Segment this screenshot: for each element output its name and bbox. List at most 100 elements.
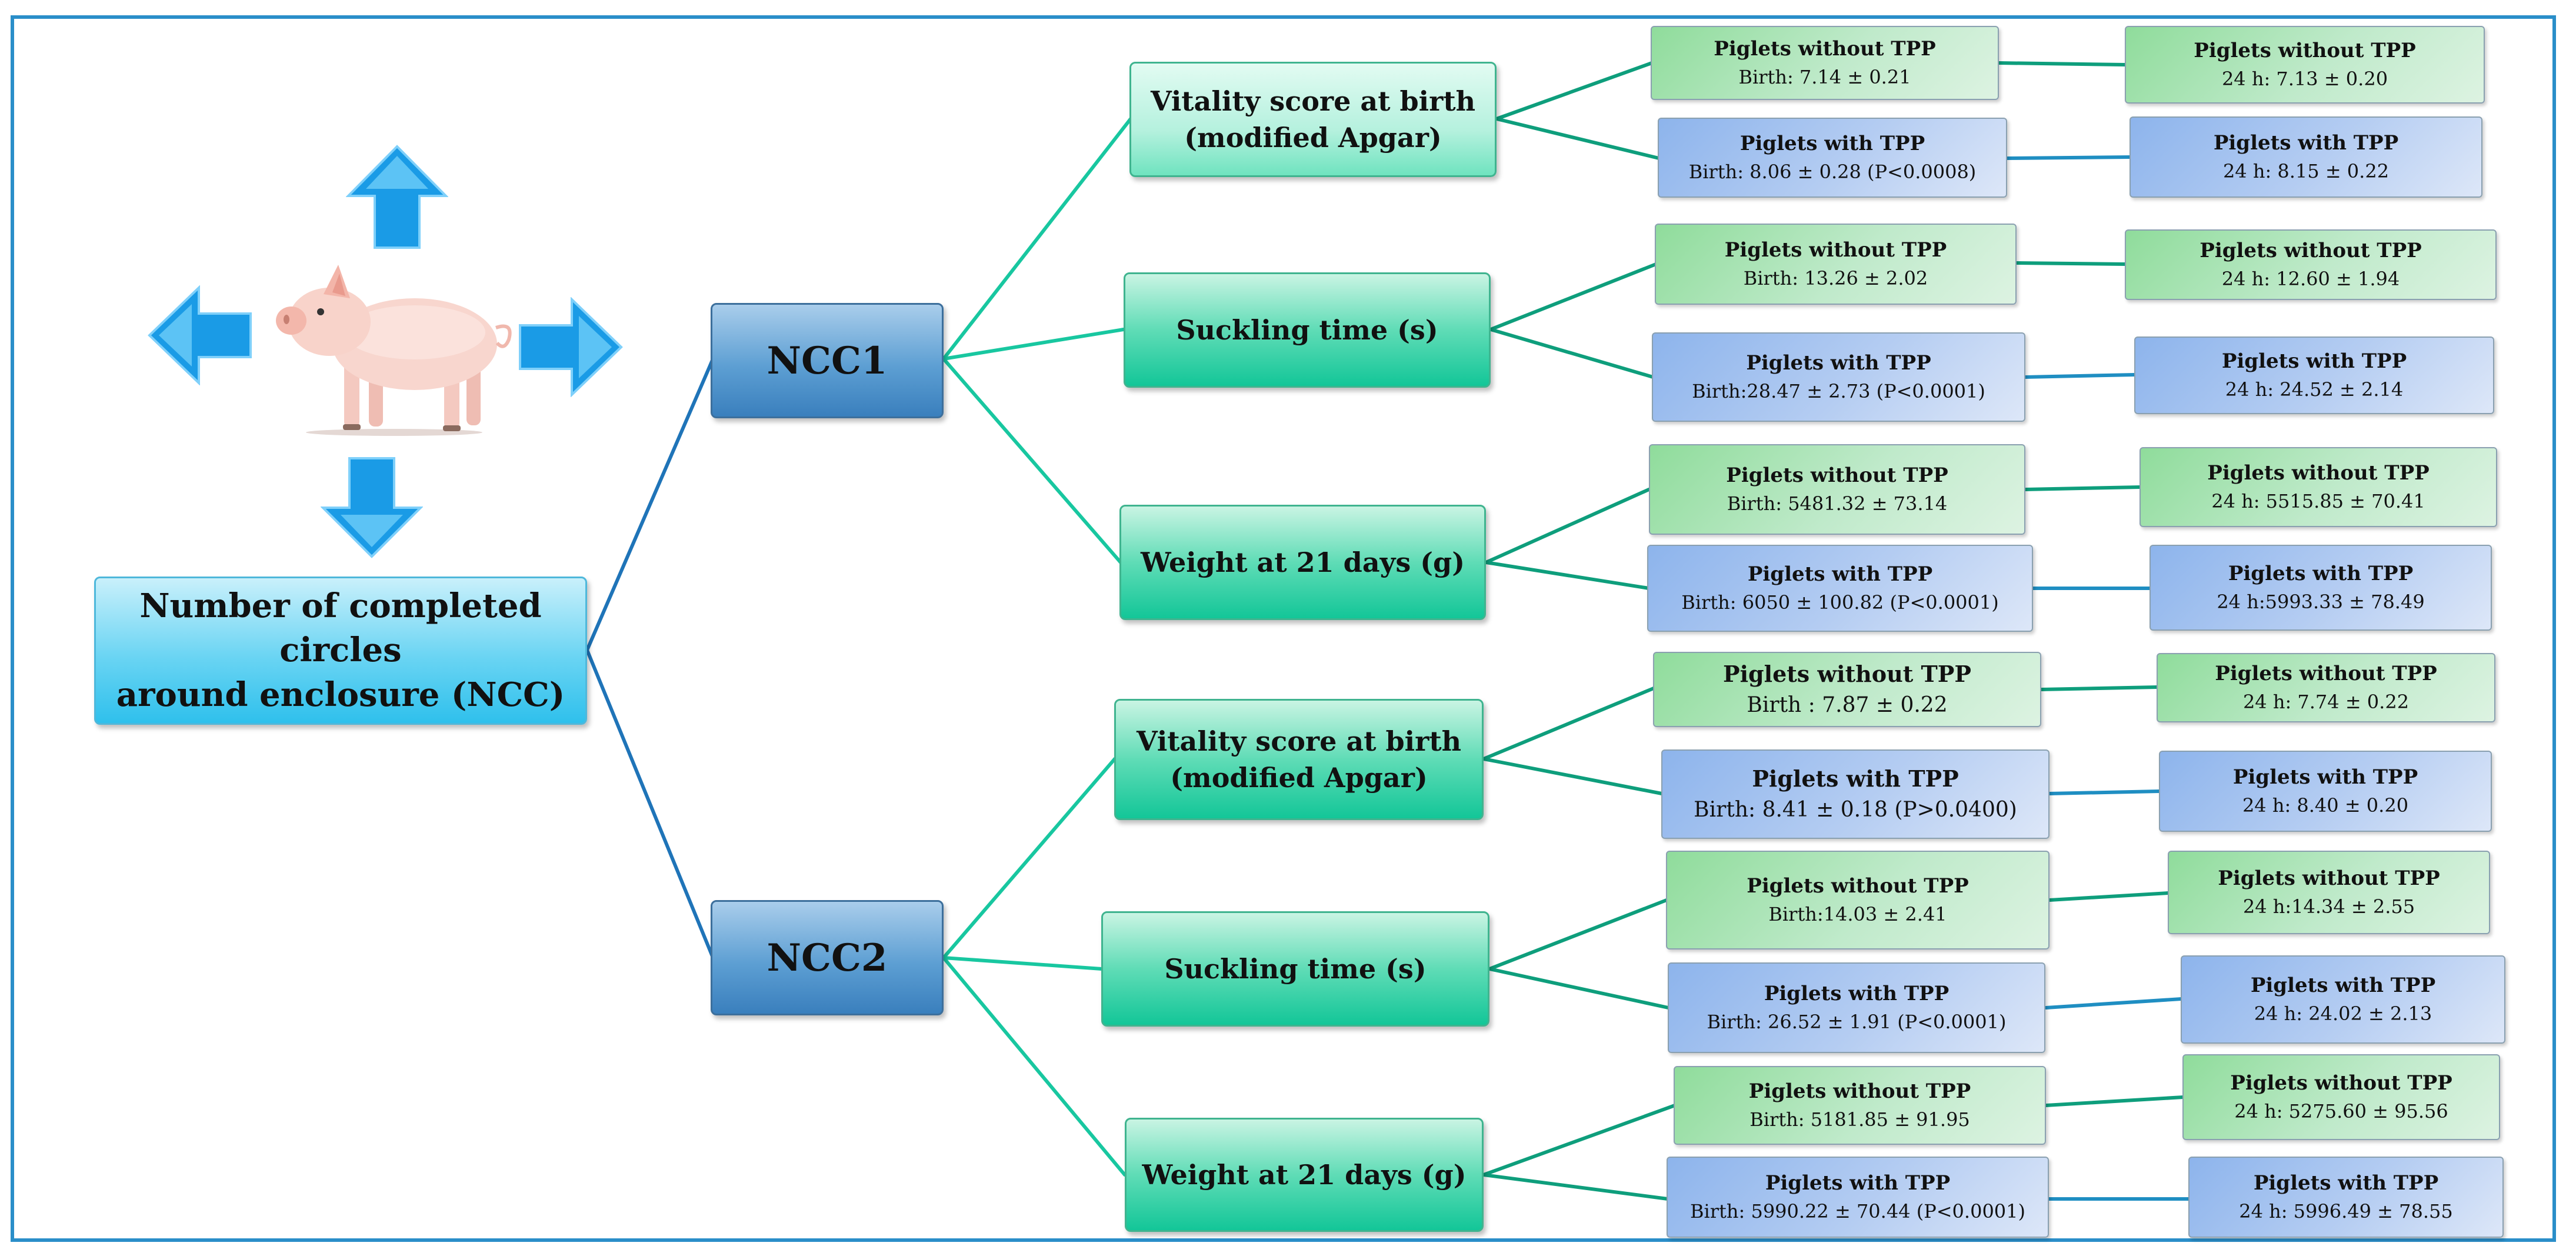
leaf-title: Piglets without TPP xyxy=(1714,37,1936,61)
ncc1-suckling-without-24h: Piglets without TPP 24 h: 12.60 ± 1.94 xyxy=(2125,229,2497,300)
ncc1-vitality-with-birth: Piglets with TPP Birth: 8.06 ± 0.28 (P<0… xyxy=(1658,118,2007,198)
leaf-value: Birth: 6050 ± 100.82 (P<0.0001) xyxy=(1681,591,1999,614)
leaf-title: Piglets with TPP xyxy=(1746,351,1931,375)
diagram-frame xyxy=(11,15,2556,1242)
ncc2-label: NCC2 xyxy=(767,935,888,980)
leaf-title: Piglets with TPP xyxy=(1764,982,1950,1006)
arrow-left-icon xyxy=(148,285,252,385)
ncc2-weight-label: Weight at 21 days (g) xyxy=(1142,1158,1467,1191)
root-node-ncc: Number of completed circles around enclo… xyxy=(94,577,587,725)
leaf-value: 24 h:14.34 ± 2.55 xyxy=(2242,895,2415,918)
ncc2-node: NCC2 xyxy=(711,900,944,1015)
connector-ncc2-vitality xyxy=(942,757,1117,960)
ncc2-suckling-without-24h: Piglets without TPP 24 h:14.34 ± 2.55 xyxy=(2168,851,2490,934)
leaf-title: Piglets without TPP xyxy=(1747,874,1969,898)
root-line-1: Number of completed circles xyxy=(139,586,542,670)
connector-root-ncc2 xyxy=(585,648,715,960)
leaf-title: Piglets without TPP xyxy=(1724,238,1947,262)
ncc2-vitality-line-2: (modified Apgar) xyxy=(1170,762,1428,794)
leaf-title: Piglets with TPP xyxy=(2250,974,2436,998)
leaf-title: Piglets without TPP xyxy=(1748,1080,1971,1104)
leaf-title: Piglets without TPP xyxy=(2215,662,2437,686)
ncc2-vitality-without-24h: Piglets without TPP 24 h: 7.74 ± 0.22 xyxy=(2157,653,2495,722)
root-line-2: around enclosure (NCC) xyxy=(116,675,565,714)
leaf-value: 24 h: 24.02 ± 2.13 xyxy=(2254,1002,2432,1025)
leaf-value: Birth: 8.41 ± 0.18 (P>0.0400) xyxy=(1694,798,2017,822)
ncc2-weight-with-24h: Piglets with TPP 24 h: 5996.49 ± 78.55 xyxy=(2188,1157,2504,1238)
leaf-value: 24 h: 24.52 ± 2.14 xyxy=(2225,378,2404,401)
ncc2-vitality-node: Vitality score at birth (modified Apgar) xyxy=(1114,699,1484,820)
leaf-title: Piglets with TPP xyxy=(1747,562,1933,587)
ncc1-node: NCC1 xyxy=(711,303,944,418)
ncc2-vitality-with-birth: Piglets with TPP Birth: 8.41 ± 0.18 (P>0… xyxy=(1661,749,2050,839)
leaf-value: Birth: 26.52 ± 1.91 (P<0.0001) xyxy=(1707,1011,2007,1034)
ncc1-vitality-without-birth: Piglets without TPP Birth: 7.14 ± 0.21 xyxy=(1651,26,1999,100)
connector-root-ncc1 xyxy=(585,357,715,652)
leaf-title: Piglets without TPP xyxy=(1723,661,1971,688)
leaf-title: Piglets with TPP xyxy=(1765,1171,1951,1195)
ncc1-weight-with-24h: Piglets with TPP 24 h:5993.33 ± 78.49 xyxy=(2150,545,2492,631)
leaf-title: Piglets without TPP xyxy=(2230,1071,2452,1095)
leaf-value: Birth : 7.87 ± 0.22 xyxy=(1747,693,1948,718)
ncc2-vitality-without-birth: Piglets without TPP Birth : 7.87 ± 0.22 xyxy=(1653,652,2041,727)
leaf-value: 24 h:5993.33 ± 78.49 xyxy=(2217,591,2425,614)
ncc1-suckling-without-birth: Piglets without TPP Birth: 13.26 ± 2.02 xyxy=(1655,224,2017,305)
leaf-title: Piglets with TPP xyxy=(1752,765,1959,792)
leaf-title: Piglets without TPP xyxy=(2200,239,2422,263)
ncc1-suckling-label: Suckling time (s) xyxy=(1176,314,1438,346)
leaf-value: 24 h: 7.74 ± 0.22 xyxy=(2242,691,2410,714)
leaf-value: 24 h: 7.13 ± 0.20 xyxy=(2221,68,2388,91)
leaf-title: Piglets without TPP xyxy=(1726,464,1948,488)
ncc2-suckling-node: Suckling time (s) xyxy=(1101,911,1489,1027)
ncc2-weight-with-birth: Piglets with TPP Birth: 5990.22 ± 70.44 … xyxy=(1667,1157,2049,1238)
arrow-up-icon xyxy=(346,145,448,249)
ncc2-vitality-line-1: Vitality score at birth xyxy=(1136,725,1462,757)
connector-ncc1-suckling xyxy=(942,328,1125,361)
ncc2-suckling-label: Suckling time (s) xyxy=(1164,952,1427,985)
ncc1-vitality-node: Vitality score at birth (modified Apgar) xyxy=(1129,62,1497,177)
ncc1-vitality-line-1: Vitality score at birth xyxy=(1150,85,1476,117)
leaf-value: Birth: 8.06 ± 0.28 (P<0.0008) xyxy=(1688,161,1977,184)
leaf-value: 24 h: 8.15 ± 0.22 xyxy=(2222,160,2390,183)
ncc2-suckling-with-birth: Piglets with TPP Birth: 26.52 ± 1.91 (P<… xyxy=(1668,962,2045,1053)
leaf-value: 24 h: 5515.85 ± 70.41 xyxy=(2211,490,2425,513)
leaf-title: Piglets with TPP xyxy=(2232,765,2418,789)
ncc1-suckling-node: Suckling time (s) xyxy=(1124,272,1491,388)
ncc1-vitality-with-24h: Piglets with TPP 24 h: 8.15 ± 0.22 xyxy=(2130,116,2482,198)
ncc1-weight-with-birth: Piglets with TPP Birth: 6050 ± 100.82 (P… xyxy=(1647,545,2033,632)
ncc1-label: NCC1 xyxy=(767,338,888,383)
ncc2-suckling-without-birth: Piglets without TPP Birth:14.03 ± 2.41 xyxy=(1666,851,2050,950)
arrow-down-icon xyxy=(321,457,423,558)
ncc1-weight-without-birth: Piglets without TPP Birth: 5481.32 ± 73.… xyxy=(1649,444,2025,535)
leaf-title: Piglets with TPP xyxy=(2213,131,2399,155)
ncc2-vitality-with-24h: Piglets with TPP 24 h: 8.40 ± 0.20 xyxy=(2159,751,2492,832)
ncc1-weight-label: Weight at 21 days (g) xyxy=(1141,546,1465,578)
ncc2-suckling-with-24h: Piglets with TPP 24 h: 24.02 ± 2.13 xyxy=(2181,955,2505,1044)
leaf-value: 24 h: 5996.49 ± 78.55 xyxy=(2239,1200,2453,1223)
leaf-value: 24 h: 8.40 ± 0.20 xyxy=(2242,794,2409,817)
leaf-title: Piglets with TPP xyxy=(2221,349,2407,374)
ncc1-vitality-without-24h: Piglets without TPP 24 h: 7.13 ± 0.20 xyxy=(2125,26,2485,104)
leaf-title: Piglets without TPP xyxy=(2218,867,2440,891)
leaf-value: Birth: 13.26 ± 2.02 xyxy=(1743,267,1928,290)
leaf-value: Birth: 5990.22 ± 70.44 (P<0.0001) xyxy=(1689,1200,2025,1223)
leaf-value: 24 h: 12.60 ± 1.94 xyxy=(2221,268,2400,291)
pig-icon xyxy=(276,265,512,436)
leaf-value: 24 h: 5275.60 ± 95.56 xyxy=(2234,1100,2448,1123)
connector-ncc2-suckling xyxy=(942,956,1104,971)
connector-ncc1-vitality xyxy=(942,117,1132,361)
leaf-title: Piglets without TPP xyxy=(2207,461,2430,485)
ncc2-weight-node: Weight at 21 days (g) xyxy=(1125,1118,1484,1232)
ncc1-vitality-line-2: (modified Apgar) xyxy=(1184,122,1442,154)
ncc1-weight-without-24h: Piglets without TPP 24 h: 5515.85 ± 70.4… xyxy=(2140,447,2497,527)
ncc1-weight-node: Weight at 21 days (g) xyxy=(1119,505,1486,620)
ncc1-suckling-with-24h: Piglets with TPP 24 h: 24.52 ± 2.14 xyxy=(2134,337,2494,414)
leaf-title: Piglets with TPP xyxy=(2253,1171,2439,1195)
leaf-title: Piglets with TPP xyxy=(2228,562,2414,586)
ncc2-weight-without-birth: Piglets without TPP Birth: 5181.85 ± 91.… xyxy=(1674,1066,2046,1145)
ncc1-suckling-with-birth: Piglets with TPP Birth:28.47 ± 2.73 (P<0… xyxy=(1652,332,2025,422)
leaf-title: Piglets without TPP xyxy=(2194,39,2416,63)
leaf-value: Birth:14.03 ± 2.41 xyxy=(1768,903,1947,926)
